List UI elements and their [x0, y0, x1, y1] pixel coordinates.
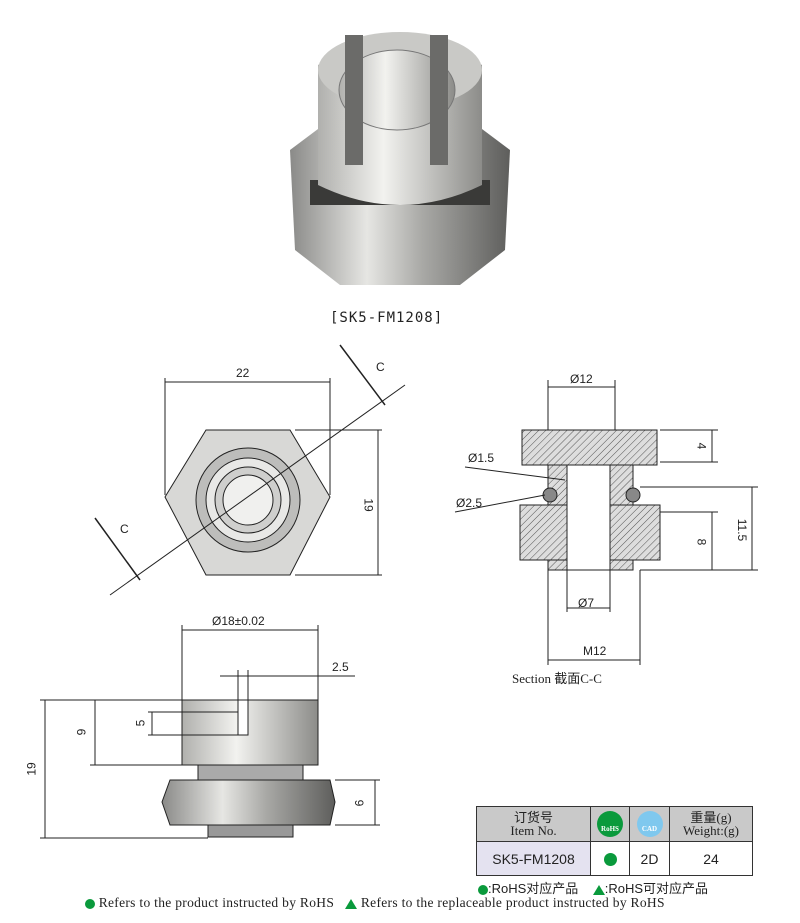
dim-side-h19: 19 [24, 762, 39, 776]
circle-icon [478, 884, 488, 895]
legend-en: Refers to the product instructed by RoHS… [85, 895, 665, 911]
header-rohs: RoHS [590, 806, 630, 842]
rohs-badge-icon: RoHS [597, 811, 623, 837]
cell-cad: 2D [629, 841, 670, 876]
section-label: Section 截面C-C [512, 671, 602, 686]
dim-side-h9: 9 [74, 728, 89, 736]
legend-cn: :RoHS对应产品 :RoHS可对应产品 [478, 878, 708, 897]
dim-section-dia-small: Ø1.5 [468, 451, 495, 465]
top-view [94, 344, 406, 596]
section-mark-bottom: C [120, 522, 129, 536]
product-photo [290, 32, 510, 285]
header-cad: CAD [629, 806, 670, 842]
side-view [40, 625, 380, 839]
product-caption: [SK5-FM1208] [330, 310, 444, 326]
section-mark-top: C [376, 360, 385, 374]
triangle-icon [345, 898, 358, 909]
dim-side-h6: 6 [352, 799, 367, 807]
dim-section-dia-oring: Ø2.5 [456, 496, 483, 510]
section-view [454, 380, 758, 665]
dim-section-thread: M12 [583, 644, 607, 658]
dim-section-dia-top: Ø12 [570, 372, 593, 386]
dim-section-h8: 8 [694, 538, 709, 546]
dim-section-h115: 11.5 [735, 518, 750, 542]
triangle-icon [592, 884, 605, 895]
dim-top-height: 19 [361, 498, 376, 512]
dim-side-dia: Ø18±0.02 [212, 614, 265, 628]
cell-weight: 24 [669, 841, 753, 876]
dim-top-width: 22 [236, 366, 250, 380]
cell-rohs [590, 841, 630, 876]
circle-icon [85, 898, 95, 909]
rohs-circle-icon [603, 853, 617, 867]
header-weight: 重量(g)Weight:(g) [669, 806, 753, 842]
cad-badge-icon: CAD [636, 811, 663, 837]
cell-item: SK5-FM1208 [476, 841, 591, 876]
dim-section-dia-hole: Ø7 [578, 596, 595, 610]
dim-side-slot: 2.5 [332, 660, 349, 674]
dim-side-h5: 5 [133, 719, 148, 727]
dim-section-h4: 4 [694, 442, 709, 450]
